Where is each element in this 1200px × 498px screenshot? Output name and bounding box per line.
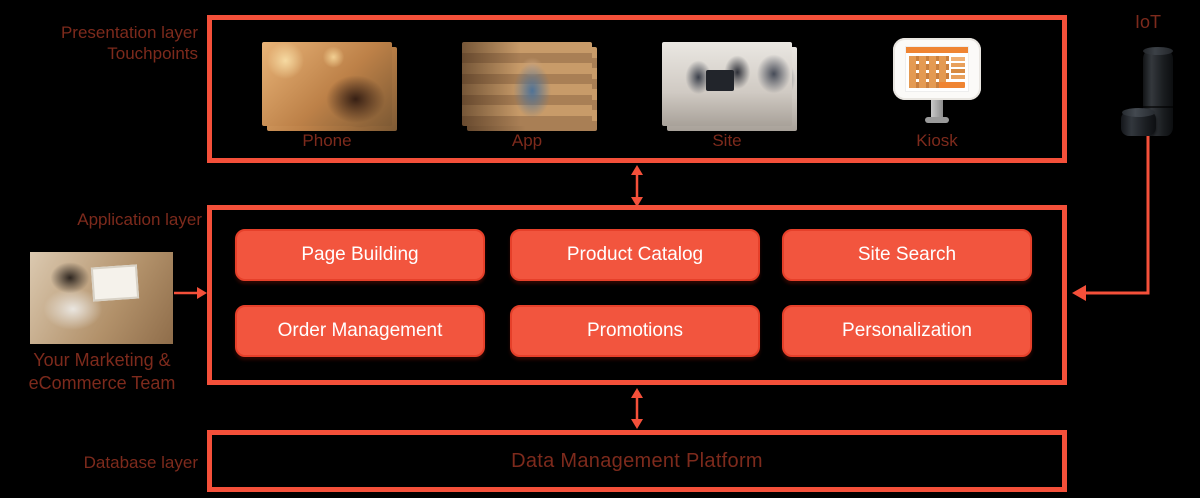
personalization-button[interactable]: Personalization xyxy=(782,305,1032,357)
promotions-button[interactable]: Promotions xyxy=(510,305,760,357)
presentation-tier-label-line1: Presentation layer xyxy=(60,23,198,42)
marketing-team-photo xyxy=(30,252,173,344)
amazon-echo-dot-image xyxy=(1121,108,1156,136)
data-management-platform-label: Data Management Platform xyxy=(511,449,763,472)
presentation-tier-label: Presentation layer Touchpoints xyxy=(18,22,198,64)
phone-touchpoint-photo xyxy=(262,42,392,126)
phone-caption: Phone xyxy=(302,131,352,150)
kiosk-side-panel xyxy=(951,57,965,79)
presentation-tier-label-line2: Touchpoints xyxy=(107,44,198,63)
app-caption: App xyxy=(511,131,543,150)
bidirectional-arrow-top xyxy=(628,165,646,213)
data-tier-box: Data Management Platform xyxy=(207,430,1067,492)
application-tier-box xyxy=(207,205,1067,385)
data-tier-label: Database layer xyxy=(83,453,198,472)
product-catalog-button[interactable]: Product Catalog xyxy=(510,229,760,281)
kiosk-order-button xyxy=(939,82,965,88)
page-building-button[interactable]: Page Building xyxy=(235,229,485,281)
kiosk-device-body xyxy=(893,38,981,100)
team-caption: Your Marketing & eCommerce Team xyxy=(4,349,200,395)
team-caption-line1: Your Marketing & xyxy=(33,350,171,370)
kiosk-screen-header xyxy=(906,47,968,53)
team-caption-line2: eCommerce Team xyxy=(28,373,176,393)
application-tier-label: Application layer xyxy=(77,210,202,229)
bidirectional-arrow-bottom xyxy=(628,388,646,435)
iot-label: IoT xyxy=(1134,12,1161,32)
kiosk-touchpoint-image xyxy=(893,38,981,123)
site-search-button[interactable]: Site Search xyxy=(782,229,1032,281)
iot-to-platform-arrow xyxy=(1069,136,1154,306)
kiosk-base xyxy=(925,117,949,123)
kiosk-caption: Kiosk xyxy=(916,131,958,150)
kiosk-screen xyxy=(905,46,969,92)
site-touchpoint-photo xyxy=(662,42,792,126)
order-management-button[interactable]: Order Management xyxy=(235,305,485,357)
kiosk-stand xyxy=(931,100,943,118)
team-to-platform-arrow xyxy=(174,284,208,307)
site-caption: Site xyxy=(712,131,742,150)
app-touchpoint-photo xyxy=(462,42,592,126)
